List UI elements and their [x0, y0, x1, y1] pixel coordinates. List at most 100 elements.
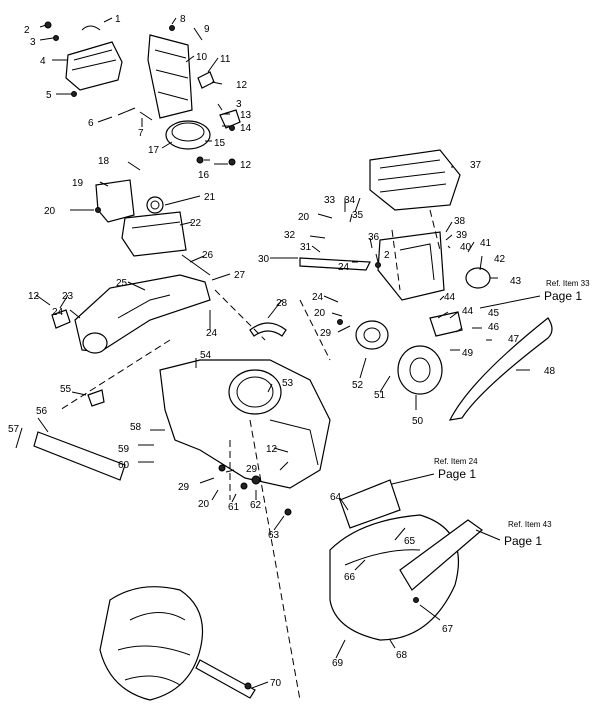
- callout-label: 66: [344, 572, 356, 583]
- callout-label: 19: [72, 178, 84, 189]
- callout-label: 30: [258, 254, 270, 265]
- callout-label: 57: [8, 424, 20, 435]
- callout-label: 25: [116, 278, 128, 289]
- callout-label: 15: [214, 138, 226, 149]
- callout-label: 27: [234, 270, 246, 281]
- callout-label: 45: [488, 308, 500, 319]
- ref-note-24: Ref. Item 24: [434, 457, 478, 466]
- callout-label: 28: [276, 298, 288, 309]
- callout-label: 24: [206, 328, 218, 339]
- callout-label: 60: [118, 460, 130, 471]
- callout-label: 32: [284, 230, 296, 241]
- callout-label: 50: [412, 416, 424, 427]
- callout-label: 2: [24, 25, 30, 36]
- callout-label: 22: [190, 218, 202, 229]
- callout-label: 42: [494, 254, 506, 265]
- callout-label: 12: [236, 80, 248, 91]
- callout-label: 35: [352, 210, 364, 221]
- callout-label: 10: [196, 52, 208, 63]
- callout-label: 2: [384, 250, 390, 261]
- callout-label: 64: [330, 492, 342, 503]
- callout-label: 20: [44, 206, 56, 217]
- callout-label: 39: [456, 230, 468, 241]
- callout-label: 61: [228, 502, 240, 513]
- callout-label: 33: [324, 195, 336, 206]
- callout-label: 49: [462, 348, 474, 359]
- callout-label: 20: [314, 308, 326, 319]
- chute-deflector-group: [44, 21, 241, 257]
- callout-label: 24: [312, 292, 324, 303]
- callout-label: 67: [442, 624, 454, 635]
- callout-label: 68: [396, 650, 408, 661]
- callout-label: 69: [332, 658, 344, 669]
- callout-label: 26: [202, 250, 214, 261]
- callout-labels: 1 2 3 4 5 6 7 8 9 10 11 12 3 13 14 15 16…: [8, 14, 556, 689]
- callout-label: 1: [115, 14, 121, 25]
- callout-label: 17: [148, 145, 160, 156]
- callout-label: 52: [352, 380, 364, 391]
- callout-label: 29: [320, 328, 332, 339]
- leader-lines: [15, 17, 530, 689]
- callout-label: 44: [462, 306, 474, 317]
- callout-label: 20: [198, 499, 210, 510]
- callout-label: 14: [240, 123, 252, 134]
- callout-label: 51: [374, 390, 386, 401]
- callout-label: 36: [368, 232, 380, 243]
- callout-label: 34: [344, 195, 356, 206]
- callout-label: 44: [444, 292, 456, 303]
- callout-label: 4: [40, 56, 46, 67]
- callout-label: 46: [488, 322, 500, 333]
- auger-group: [99, 586, 256, 701]
- callout-label: 23: [62, 291, 74, 302]
- callout-label: 9: [204, 24, 210, 35]
- callout-label: 54: [200, 350, 212, 361]
- callout-label: 18: [98, 156, 110, 167]
- callout-label: 65: [404, 536, 416, 547]
- engine-drive-group: [299, 149, 553, 421]
- ref-note-43: Ref. Item 43: [508, 520, 552, 529]
- callout-label: 37: [470, 160, 482, 171]
- callout-label: 7: [138, 128, 144, 139]
- ref-page-43: Page 1: [504, 534, 542, 548]
- callout-label: 53: [282, 378, 294, 389]
- callout-label: 3: [236, 99, 242, 110]
- callout-label: 58: [130, 422, 142, 433]
- callout-label: 62: [250, 500, 262, 511]
- callout-label: 21: [204, 192, 216, 203]
- side-shield-group: [329, 479, 483, 641]
- ref-note-33: Ref. Item 33: [546, 279, 590, 288]
- callout-label: 59: [118, 444, 130, 455]
- callout-label: 16: [198, 170, 210, 181]
- callout-label: 8: [180, 14, 186, 25]
- callout-label: 12: [240, 160, 252, 171]
- callout-label: 38: [454, 216, 466, 227]
- ref-page-24: Page 1: [438, 467, 476, 481]
- callout-label: 3: [30, 37, 36, 48]
- callout-label: 24: [338, 262, 350, 273]
- callout-label: 40: [460, 242, 472, 253]
- callout-label: 20: [298, 212, 310, 223]
- callout-label: 31: [300, 242, 312, 253]
- callout-label: 63: [268, 530, 280, 541]
- callout-label: 55: [60, 384, 72, 395]
- callout-label: 29: [246, 464, 258, 475]
- callout-label: 48: [544, 366, 556, 377]
- callout-label: 11: [220, 54, 231, 65]
- reference-notes: Ref. Item 33 Page 1 Ref. Item 24 Page 1 …: [391, 279, 590, 548]
- callout-label: 12: [266, 444, 278, 455]
- callout-label: 12: [28, 291, 40, 302]
- callout-label: 29: [178, 482, 190, 493]
- callout-label: 70: [270, 678, 282, 689]
- auger-housing-group: [33, 254, 331, 516]
- ref-page-33: Page 1: [544, 289, 582, 303]
- callout-label: 13: [240, 110, 252, 121]
- callout-label: 6: [88, 118, 94, 129]
- callout-label: 43: [510, 276, 522, 287]
- callout-label: 47: [508, 334, 520, 345]
- callout-label: 5: [46, 90, 52, 101]
- callout-label: 24: [52, 307, 64, 318]
- callout-label: 56: [36, 406, 48, 417]
- callout-label: 41: [480, 238, 492, 249]
